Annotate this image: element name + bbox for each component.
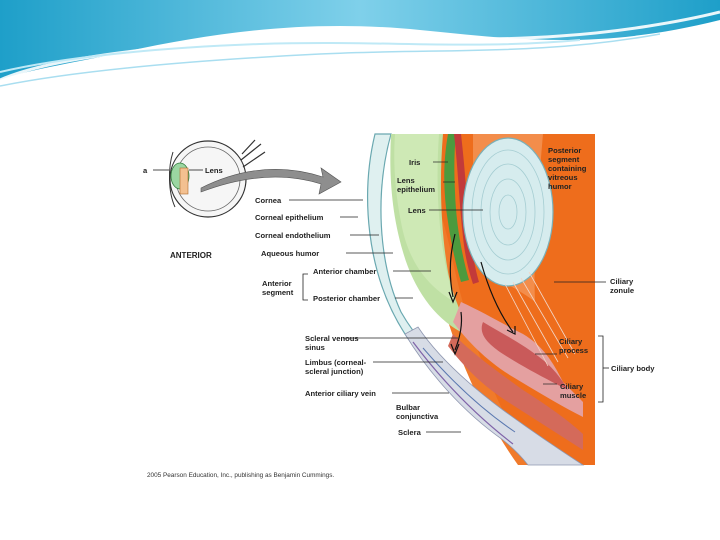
label-ciliary-zonule: Ciliary zonule [610,277,634,295]
label-anterior-ciliary-vein: Anterior ciliary vein [305,389,376,398]
label-sclera: Sclera [398,428,421,437]
label-posterior-segment: Posterior segment containing vitreous hu… [548,146,586,191]
label-corneal-epithelium: Corneal epithelium [255,213,323,222]
label-ciliary-body: Ciliary body [611,364,654,373]
label-corneal-endothelium: Corneal endothelium [255,231,331,240]
orientation-label: ANTERIOR [170,251,212,260]
eye-anatomy-figure: a Lens ANTERIOR Cornea Corneal epitheliu… [143,72,666,495]
label-lens-epithelium: Lens epithelium [397,176,435,194]
label-ciliary-process: Ciliary process [559,337,588,355]
label-aqueous-humor: Aqueous humor [261,249,319,258]
figure-credit: 2005 Pearson Education, Inc., publishing… [147,472,334,479]
label-scleral-venous-sinus: Scleral venous sinus [305,334,359,352]
label-iris: Iris [409,158,420,167]
label-posterior-chamber: Posterior chamber [313,294,380,303]
label-ciliary-muscle: Ciliary muscle [560,382,586,400]
label-cornea: Cornea [255,196,281,205]
thumbnail-label-a: a [143,166,147,175]
label-lens: Lens [408,206,426,215]
label-limbus: Limbus (corneal- scleral junction) [305,358,366,376]
label-anterior-chamber: Anterior chamber [313,267,376,276]
label-anterior-segment: Anterior segment [262,279,293,297]
label-bulbar-conjunctiva: Bulbar conjunctiva [396,403,438,421]
thumbnail-label-lens: Lens [205,166,223,175]
